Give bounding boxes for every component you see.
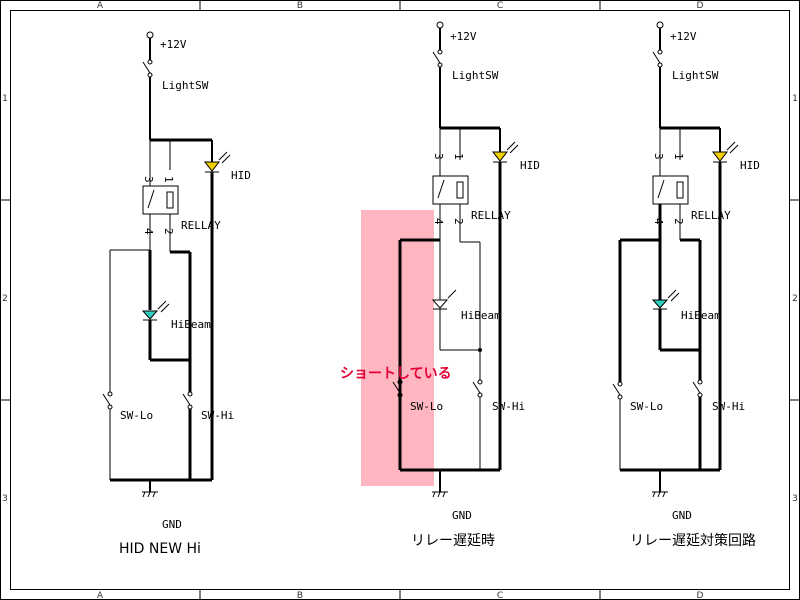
circuit-caption: リレー遅延時 [411, 533, 495, 549]
supply-label: +12V [450, 30, 477, 43]
relay-pin: 1 [162, 176, 175, 183]
relay-pin: 2 [452, 218, 465, 225]
relay-icon [652, 175, 689, 205]
short-circuit-note: ショートしている [340, 366, 452, 382]
relay-pin: 3 [432, 153, 445, 160]
sw-hi-label: SW-Hi [492, 400, 525, 413]
hid-lamp-icon [491, 141, 519, 163]
light-switch-icon [142, 59, 153, 78]
light-switch-label: LightSW [162, 79, 209, 92]
row-label-right: 3 [792, 494, 798, 504]
col-label-bottom: C [497, 591, 503, 600]
light-switch-label: LightSW [452, 69, 499, 82]
hid-lamp-icon [711, 141, 739, 163]
sw-lo-icon [102, 391, 113, 410]
relay-pin: 2 [672, 218, 685, 225]
relay-label: RELLAY [471, 209, 511, 222]
col-label-bottom: D [697, 591, 704, 600]
sw-hi-icon [472, 379, 483, 398]
gnd-label: GND [672, 509, 692, 522]
supply-label: +12V [160, 38, 187, 51]
row-label-left: 3 [2, 494, 8, 504]
ground-icon [432, 491, 448, 498]
sw-lo-icon [612, 381, 623, 400]
sw-lo-icon [392, 379, 403, 398]
hibeam-label: HiBeam [461, 309, 501, 322]
ground-icon [142, 491, 158, 498]
relay-pin: 4 [142, 228, 155, 235]
supply-terminal-icon [146, 31, 154, 39]
col-label-top: B [297, 1, 303, 11]
gnd-label: GND [452, 509, 472, 522]
relay-pin: 1 [672, 153, 685, 160]
hid-label: HID [231, 169, 251, 182]
row-label-left: 2 [2, 294, 8, 304]
row-label-left: 1 [2, 94, 8, 104]
col-label-top: A [97, 1, 104, 11]
hid-label: HID [740, 159, 760, 172]
short-highlight [361, 210, 434, 486]
circuit-caption: HID NEW Hi [119, 541, 201, 557]
ground-icon [652, 491, 668, 498]
relay-pin: 1 [452, 153, 465, 160]
sw-hi-icon [182, 391, 193, 410]
hibeam-lamp-icon [141, 300, 170, 321]
sw-hi-label: SW-Hi [712, 400, 745, 413]
hid-lamp-icon [203, 151, 231, 173]
relay-icon [142, 185, 179, 215]
sw-lo-label: SW-Lo [410, 400, 443, 413]
relay-label: RELLAY [181, 219, 221, 232]
light-switch-icon [652, 49, 663, 68]
relay-icon [432, 175, 469, 205]
hid-label: HID [520, 159, 540, 172]
sw-hi-label: SW-Hi [201, 409, 234, 422]
sw-lo-label: SW-Lo [630, 400, 663, 413]
row-label-right: 2 [792, 294, 798, 304]
light-switch-label: LightSW [672, 69, 719, 82]
supply-terminal-icon [656, 21, 664, 29]
supply-label: +12V [670, 30, 697, 43]
relay-pin: 3 [142, 176, 155, 183]
hibeam-lamp-icon [431, 289, 457, 310]
circuit-delay-countermeasure: +12V LightSW HID 3 1 4 2 RELLAY [612, 21, 760, 549]
hibeam-label: HiBeam [681, 309, 721, 322]
col-label-top: D [697, 1, 704, 11]
hibeam-label: HiBeam [171, 318, 211, 331]
gnd-label: GND [162, 518, 182, 531]
col-label-bottom: A [97, 591, 104, 600]
relay-label: RELLAY [691, 209, 731, 222]
sw-hi-icon [692, 379, 703, 398]
circuit-relay-delay: +12V LightSW HID 3 1 4 2 RELLAY [340, 21, 540, 549]
relay-pin: 3 [652, 153, 665, 160]
light-switch-icon [432, 49, 443, 68]
supply-terminal-icon [436, 21, 444, 29]
relay-pin: 4 [432, 218, 445, 225]
circuit-caption: リレー遅延対策回路 [630, 532, 756, 549]
col-label-bottom: B [297, 591, 303, 600]
circuit-hid-new-hi: +12V LightSW HID 3 1 4 2 RELLAY [102, 31, 251, 557]
sw-lo-label: SW-Lo [120, 409, 153, 422]
relay-pin: 2 [162, 228, 175, 235]
col-label-top: C [497, 1, 503, 11]
row-label-right: 1 [792, 94, 798, 104]
hibeam-lamp-icon [651, 289, 680, 310]
